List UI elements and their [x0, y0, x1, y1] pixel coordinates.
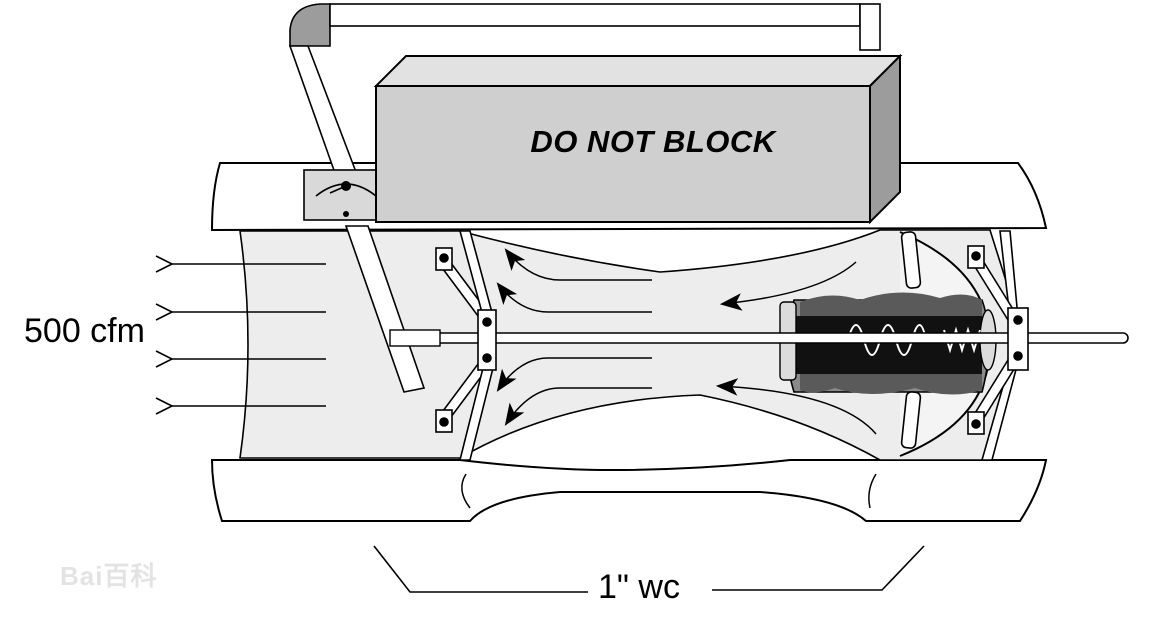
pressure-bracket-right	[712, 545, 925, 591]
swirl-arrow-1	[504, 248, 652, 281]
rod-clamp	[389, 329, 441, 347]
pitot-tube	[288, 3, 881, 177]
left-struts	[435, 230, 497, 461]
outlet-flow-arrows	[155, 255, 326, 415]
dial-gauge	[303, 169, 385, 221]
seam-right	[868, 473, 877, 509]
fan-blade-lower	[900, 391, 922, 449]
motor-cylinder	[779, 292, 997, 395]
watermark-logo: Bai百科	[60, 561, 158, 591]
right-struts	[967, 230, 1029, 461]
airflow-region	[239, 229, 1013, 461]
seam-left	[461, 473, 471, 509]
swirl-arrow-4	[504, 387, 652, 426]
pressure-drop-label: 1" wc	[598, 568, 680, 606]
duct-bottom-wall	[210, 459, 1048, 522]
swirl-arrows	[496, 248, 877, 435]
diagonal-bracket	[344, 225, 426, 393]
swirl-arrow-3	[496, 357, 652, 392]
fan-blade-upper	[900, 231, 922, 289]
swirl-arrow-6	[715, 378, 877, 435]
airflow-rate-label: 500 cfm	[24, 312, 145, 350]
do-not-block-box	[373, 53, 903, 225]
swirl-arrow-2	[496, 282, 652, 313]
do-not-block-label: DO NOT BLOCK	[530, 124, 776, 159]
swirl-arrow-5	[719, 261, 857, 311]
pressure-bracket-left	[373, 545, 588, 593]
